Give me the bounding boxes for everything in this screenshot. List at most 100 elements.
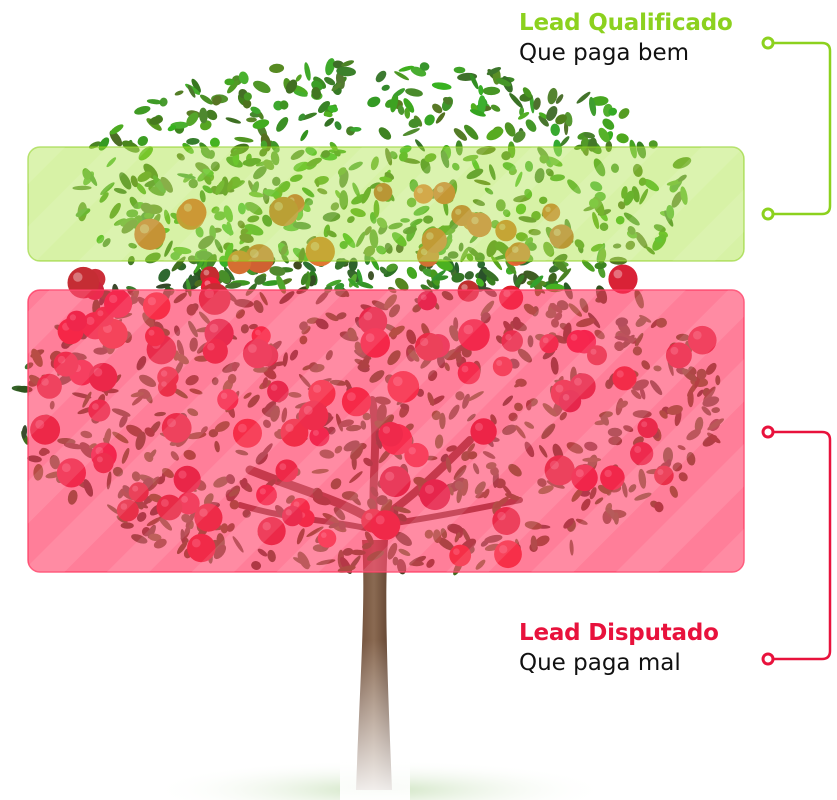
leaf bbox=[464, 124, 479, 140]
leaf bbox=[397, 105, 405, 115]
leaf bbox=[224, 78, 235, 86]
leaf bbox=[303, 261, 316, 272]
leaf bbox=[212, 95, 222, 106]
leaf bbox=[453, 128, 468, 141]
leaf bbox=[404, 107, 411, 119]
leaf bbox=[223, 266, 235, 281]
disputed-lead-title: Lead Disputado bbox=[519, 620, 719, 646]
leaf bbox=[262, 280, 281, 287]
leaf bbox=[554, 259, 568, 273]
leaf bbox=[550, 123, 560, 136]
leaf bbox=[557, 268, 572, 283]
leaf bbox=[191, 78, 201, 93]
leaf bbox=[269, 266, 286, 277]
leaf bbox=[225, 117, 241, 124]
leaf bbox=[546, 106, 558, 121]
leaf bbox=[426, 279, 434, 288]
leaf bbox=[300, 273, 309, 286]
leaf bbox=[276, 117, 289, 132]
leaf bbox=[469, 73, 479, 90]
leaf bbox=[514, 274, 525, 287]
leaf bbox=[523, 270, 540, 282]
leaf bbox=[367, 96, 381, 108]
leaf bbox=[496, 78, 512, 87]
leaf bbox=[381, 84, 390, 91]
leaf bbox=[432, 103, 443, 114]
leaf bbox=[419, 62, 430, 71]
leaf bbox=[243, 92, 252, 101]
disputed-lead-label: Lead Disputado Que paga mal bbox=[519, 620, 719, 677]
leaf bbox=[581, 259, 595, 272]
leaf bbox=[194, 259, 204, 274]
leaf bbox=[199, 107, 208, 124]
bracket-connector-icon-top bbox=[761, 36, 832, 221]
leaf bbox=[436, 259, 453, 271]
leaf bbox=[548, 272, 557, 284]
leaf bbox=[332, 60, 345, 69]
apple bbox=[608, 264, 638, 294]
leaf bbox=[225, 282, 242, 289]
leaf bbox=[442, 97, 453, 105]
leaf bbox=[349, 126, 362, 132]
leaf bbox=[547, 87, 558, 105]
leaf bbox=[341, 60, 355, 67]
leaf bbox=[276, 275, 286, 294]
leaf bbox=[375, 70, 387, 83]
leaf bbox=[323, 111, 333, 118]
leaf bbox=[295, 74, 302, 82]
leaf bbox=[324, 76, 336, 86]
apple-highlight bbox=[73, 272, 83, 282]
leaf bbox=[453, 66, 466, 74]
leaf bbox=[482, 86, 501, 96]
leaf bbox=[227, 80, 239, 94]
leaf bbox=[317, 100, 331, 114]
leaf bbox=[393, 88, 406, 98]
leaf bbox=[311, 87, 322, 100]
leaf bbox=[435, 275, 449, 281]
leaf bbox=[325, 58, 335, 76]
leaf bbox=[331, 82, 342, 92]
leaf bbox=[21, 425, 28, 439]
leaf bbox=[451, 272, 465, 283]
leaf bbox=[530, 275, 544, 288]
leaf bbox=[583, 132, 595, 139]
leaf bbox=[616, 133, 629, 144]
leaf bbox=[186, 112, 199, 126]
leaf bbox=[477, 95, 486, 115]
leaf bbox=[560, 136, 570, 147]
leaf bbox=[324, 117, 335, 127]
leaf bbox=[608, 107, 618, 116]
leaf bbox=[533, 97, 541, 110]
leaf bbox=[594, 261, 607, 270]
leaf bbox=[519, 107, 525, 116]
leaf bbox=[618, 108, 630, 119]
leaf bbox=[167, 125, 177, 132]
leaf bbox=[285, 79, 298, 94]
leaf bbox=[517, 112, 530, 120]
leaf bbox=[431, 269, 446, 282]
leaf bbox=[505, 260, 517, 275]
leaf bbox=[300, 129, 309, 142]
leaf bbox=[348, 278, 359, 288]
leaf bbox=[522, 87, 532, 98]
leaf bbox=[576, 91, 591, 104]
leaf bbox=[367, 271, 375, 281]
leaf bbox=[109, 130, 123, 147]
leaf bbox=[159, 97, 168, 107]
leaf bbox=[402, 128, 420, 137]
leaf bbox=[538, 112, 548, 119]
leaf bbox=[254, 274, 267, 285]
leaf bbox=[464, 271, 474, 280]
leaf bbox=[257, 112, 264, 120]
leaf bbox=[356, 269, 363, 284]
leaf bbox=[564, 111, 573, 127]
leaf bbox=[298, 113, 306, 121]
leaf bbox=[293, 91, 308, 97]
leaf bbox=[589, 96, 597, 117]
leaf bbox=[598, 127, 610, 143]
leaf bbox=[293, 261, 302, 270]
disputed-lead-subtitle: Que paga mal bbox=[519, 649, 681, 676]
leaf bbox=[538, 115, 549, 127]
